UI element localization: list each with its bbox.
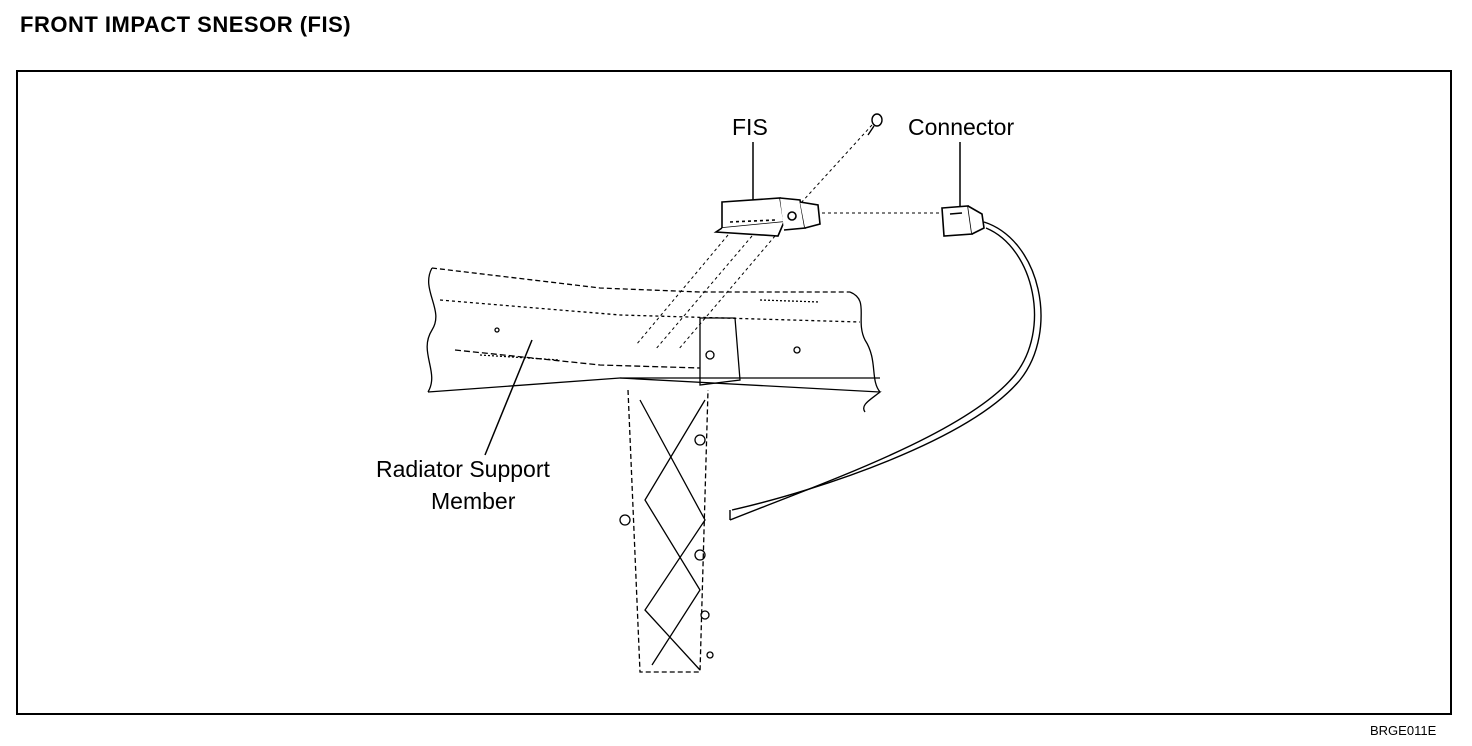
page-title: FRONT IMPACT SNESOR (FIS) [20,12,352,37]
connector-label: Connector [908,114,1015,140]
alignment-lines [635,124,940,351]
front-impact-sensor-icon [713,197,821,237]
radiator-leader-line [484,339,533,456]
wire-harness-icon [729,221,1042,521]
radiator-support-label: Radiator Support [376,456,550,482]
fis-label: FIS [732,114,768,140]
connector-icon [941,205,985,237]
figure-frame [16,70,1452,715]
bolt-icon [867,113,883,136]
radiator-member-label: Member [431,488,516,514]
figure-code: BRGE011E [1370,723,1437,738]
radiator-support-member-icon [426,267,882,673]
